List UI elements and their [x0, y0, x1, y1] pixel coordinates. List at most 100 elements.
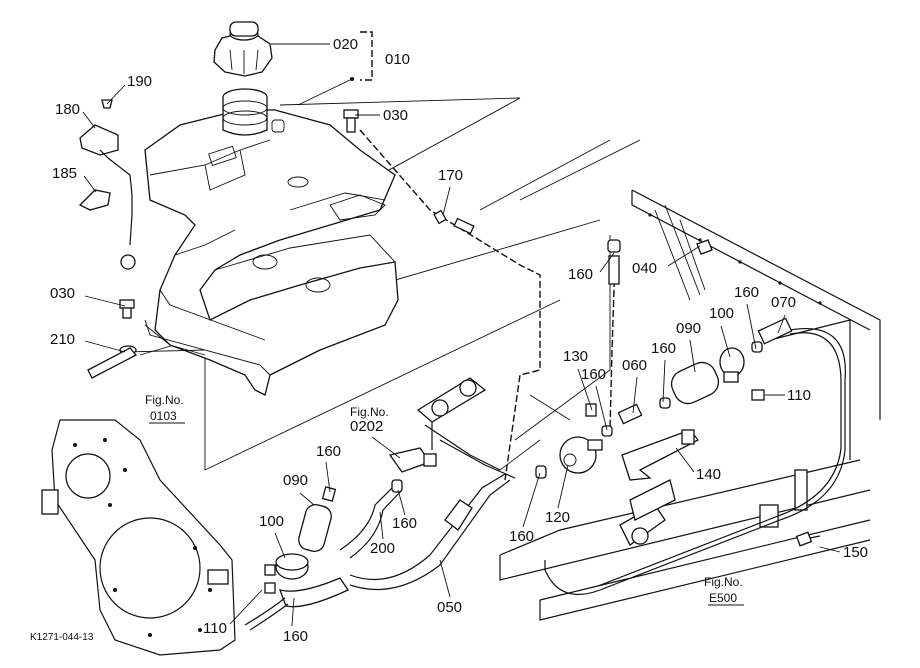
part-number-label: 190	[127, 73, 152, 90]
callout-c020: 020	[271, 36, 358, 53]
part-number-label: 090	[283, 472, 308, 489]
clamp-160-upper	[607, 239, 621, 285]
part-number-label: 130	[563, 348, 588, 365]
callout-c030a: 030	[355, 107, 408, 124]
fig-ref-title-f0103: Fig.No.	[145, 393, 184, 407]
fig-ref-number-fE500: E500	[709, 591, 737, 605]
hose-050	[349, 473, 511, 591]
part-number-label: 160	[509, 528, 534, 545]
part-number-label: 160	[734, 284, 759, 301]
callout-c100a: 100	[709, 305, 734, 358]
part-number-label: 140	[696, 466, 721, 483]
part-number-label: 180	[55, 101, 80, 118]
filter-assembly-left	[244, 486, 349, 631]
leader-line	[557, 464, 569, 509]
leader-line	[379, 511, 384, 540]
callout-c090a: 090	[676, 320, 701, 373]
callout-c110b: 110	[203, 589, 263, 637]
fitting-0202	[388, 447, 437, 473]
part-number-label: 160	[392, 515, 417, 532]
leader-line	[229, 589, 263, 625]
callout-c060: 060	[622, 357, 647, 414]
leader-line	[83, 175, 97, 193]
filler-neck	[222, 88, 268, 136]
callout-c160f: 160	[392, 489, 417, 532]
part-number-label: 210	[50, 331, 75, 348]
leader-line	[442, 186, 451, 216]
part-number-label: 160	[568, 266, 593, 283]
callout-c170: 170	[438, 167, 463, 216]
leader-line	[84, 295, 126, 307]
callout-c070: 070	[771, 294, 796, 334]
frame-rail	[499, 189, 881, 621]
part-number-label: 100	[709, 305, 734, 322]
callout-c180: 180	[55, 101, 96, 129]
leader-line	[82, 111, 96, 129]
bracket-140	[621, 429, 700, 481]
callout-c040: 040	[632, 245, 701, 277]
part-number-label: 160	[316, 443, 341, 460]
hose-clamp-170	[433, 209, 475, 235]
fuel-tank	[122, 109, 399, 396]
part-number-label: 070	[771, 294, 796, 311]
callout-c160d: 160	[581, 366, 608, 431]
fuel-cap	[213, 21, 273, 77]
part-number-label: 090	[676, 320, 701, 337]
fuel-gauge-sender	[78, 99, 136, 270]
leader-line	[371, 436, 401, 459]
part-number-label: 160	[651, 340, 676, 357]
grommet-040	[696, 239, 713, 255]
fig-ref-title-fE500: Fig.No.	[704, 575, 743, 589]
bolt-030-lower	[87, 299, 138, 379]
part-number-label: 160	[283, 628, 308, 645]
callout-c090b: 090	[283, 472, 315, 506]
part-number-label: 110	[787, 387, 811, 404]
callout-c0202: 0202	[350, 418, 401, 459]
part-number-label: 060	[622, 357, 647, 374]
leader-line	[439, 559, 451, 598]
leader-line	[599, 252, 615, 273]
callout-c050: 050	[437, 559, 462, 616]
leader-line	[577, 368, 593, 411]
fuel-pump-120	[535, 403, 603, 479]
leader-line	[632, 376, 638, 414]
leader-line	[274, 532, 286, 559]
leader-line	[325, 461, 331, 493]
leader-line	[662, 359, 666, 403]
callout-c210: 210	[50, 331, 126, 353]
part-number-label: 010	[385, 51, 410, 68]
callout-c010: 010	[297, 51, 410, 106]
callout-c185: 185	[52, 165, 97, 193]
callout-c190: 190	[106, 73, 152, 105]
leader-line	[819, 546, 841, 553]
callout-c140: 140	[675, 447, 721, 483]
callout-c160b: 160	[734, 284, 759, 350]
callout-c200: 200	[370, 511, 395, 557]
callout-c160g: 160	[509, 472, 541, 545]
leader-line	[291, 597, 295, 627]
part-number-label: 050	[437, 599, 462, 616]
fig-ref-title-f0202: Fig.No.	[350, 405, 389, 419]
bolt-030-upper	[343, 109, 359, 133]
callout-c160a: 160	[568, 252, 615, 283]
leader-line	[675, 447, 695, 473]
fuel-lines	[359, 129, 846, 596]
callout-c030b: 030	[50, 285, 126, 307]
leader-line	[84, 340, 126, 353]
callout-c160h: 160	[283, 597, 308, 645]
part-number-label: 030	[383, 107, 408, 124]
leader-line	[522, 472, 541, 528]
part-number-label: 170	[438, 167, 463, 184]
callout-c150: 150	[819, 544, 868, 561]
leader-line	[397, 489, 406, 516]
callout-c160c: 160	[651, 340, 676, 403]
leader-line	[689, 339, 696, 373]
leader-line	[746, 303, 757, 350]
callout-c100b: 100	[259, 513, 286, 559]
leader-line	[667, 245, 701, 267]
leader-line	[777, 314, 786, 334]
callout-c160e: 160	[316, 443, 341, 493]
